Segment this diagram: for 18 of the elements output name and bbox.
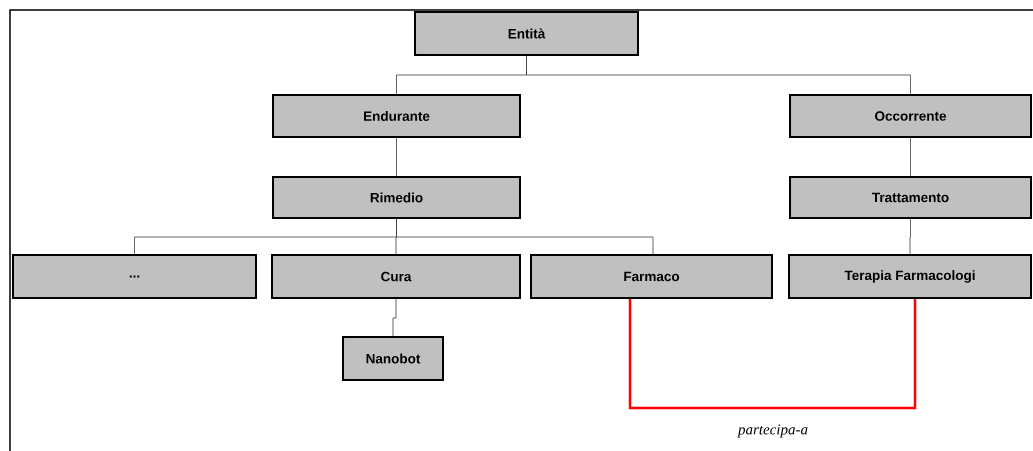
- class-box: ...: [12, 254, 257, 299]
- connector-line: [396, 218, 654, 255]
- class-box: Endurante: [272, 94, 521, 138]
- connector-line: [526, 55, 911, 95]
- edge-label: partecipa-a: [737, 423, 809, 439]
- connector-line: [909, 218, 911, 255]
- connector-line: [396, 137, 397, 177]
- class-box: Cura: [271, 254, 521, 299]
- class-box: Terapia Farmacologi: [788, 254, 1032, 299]
- class-box: Entità: [414, 11, 639, 56]
- class-box: Trattamento: [789, 176, 1032, 219]
- class-box: Rimedio: [272, 176, 521, 219]
- class-box: Occorrente: [789, 94, 1032, 138]
- connector-line: [628, 299, 917, 410]
- class-box: Farmaco: [530, 254, 773, 299]
- connector-line: [392, 298, 397, 337]
- class-box: Nanobot: [342, 336, 444, 381]
- connector-line: [910, 137, 911, 177]
